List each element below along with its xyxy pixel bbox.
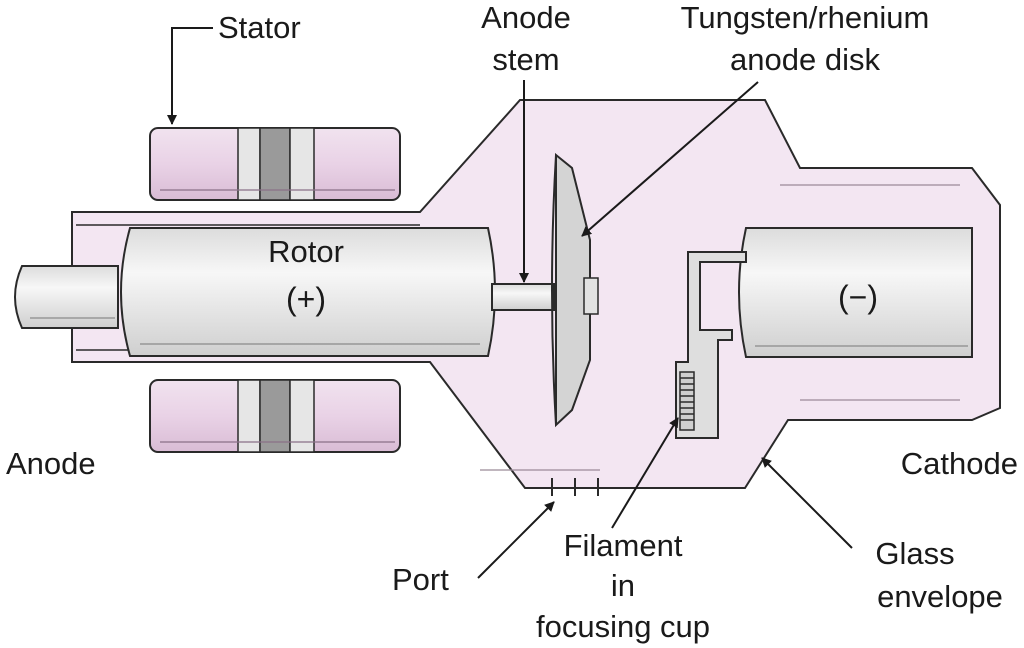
cathode-label: Cathode	[901, 446, 1018, 481]
anode-hub	[583, 277, 599, 315]
glass-arrow	[761, 457, 853, 549]
port-label: Port	[392, 562, 449, 597]
filament-label-line2: in	[611, 568, 635, 603]
glass-highlights	[480, 184, 960, 471]
disk-label-line1: Tungsten/rhenium	[681, 0, 930, 35]
disk-label-line2: anode disk	[730, 42, 880, 77]
glass-label-line2: envelope	[877, 579, 1003, 614]
rotor-polarity: (+)	[286, 281, 326, 317]
anode-stem-label-line1: Anode	[481, 0, 571, 35]
stator-bottom	[149, 379, 401, 453]
anode-label: Anode	[6, 446, 96, 481]
anode-disk-face	[551, 154, 557, 426]
port-ticks	[551, 478, 599, 496]
anode-stem-rod	[491, 283, 555, 311]
cathode-polarity: (−)	[838, 279, 878, 315]
filament-label-line1: Filament	[564, 528, 683, 563]
stator-arrow	[167, 27, 213, 125]
glass-label-line1: Glass	[875, 536, 954, 571]
anode-stem-label-line2: stem	[492, 42, 559, 77]
cathode-cylinder	[738, 227, 973, 358]
leader-arrows	[167, 27, 853, 579]
stator-label: Stator	[218, 10, 301, 45]
rotor-cylinder	[120, 227, 496, 357]
filament-coil	[679, 371, 695, 431]
anode-shaft	[14, 265, 119, 329]
rotor-label: Rotor	[268, 234, 344, 269]
port-arrow	[477, 501, 555, 579]
stator-top	[149, 127, 401, 201]
filament-label-line3: focusing cup	[536, 609, 710, 644]
filament-arrow	[611, 417, 679, 529]
disk-arrow	[581, 81, 759, 237]
